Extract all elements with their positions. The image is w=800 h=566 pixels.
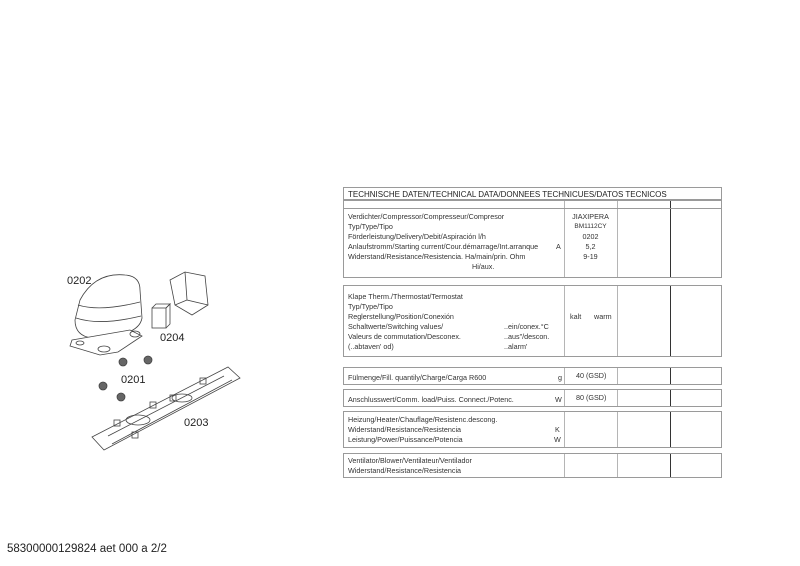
- compressor-line: Förderleistung/Delivery/Debit/Aspiración…: [348, 232, 486, 241]
- compressor-line: Verdichter/Compressor/Compresseur/Compre…: [348, 212, 505, 221]
- blower-line: Ventilator/Blower/Ventilateur/Ventilador: [348, 456, 472, 465]
- thermostat-line: Klape Therm./Thermostat/Termostat: [348, 292, 463, 301]
- fill-quantity-row: Fülmenge/Fill. quantily/Charge/Carga R60…: [343, 367, 722, 385]
- parts-drawing: [69, 271, 241, 451]
- thermostat-line: Valeurs de commutation/Desconex.: [348, 332, 461, 341]
- compressor-line: Hi/aux.: [472, 262, 495, 271]
- load-label: Anschlusswert/Comm. load/Puiss. Connect.…: [348, 395, 514, 404]
- blower-line: Widerstand/Resistance/Resistencia: [348, 466, 462, 475]
- thermostat-value-kalt: kalt: [570, 312, 582, 321]
- heater-line: Heizung/Heater/Chauflage/Resistenc.desco…: [348, 415, 498, 424]
- part-label-0202: 0202: [67, 275, 92, 287]
- thermostat-block: Klape Therm./Thermostat/Termostat Typ/Ty…: [343, 285, 722, 357]
- compressor-value-current: 5,2: [585, 242, 596, 251]
- heater-block: Heizung/Heater/Chauflage/Resistenc.desco…: [343, 411, 722, 448]
- part-label-0203: 0203: [184, 417, 209, 429]
- thermostat-line: (..abtaven' od): [348, 342, 394, 351]
- unit-ampere: A: [556, 242, 561, 251]
- compressor-value-type: BM1112CY: [574, 223, 607, 230]
- table-title: TECHNISCHE DATEN/TECHNICAL DATA/DONNEES …: [343, 187, 722, 200]
- thermostat-sub: ..alarm': [504, 342, 528, 351]
- part-label-0204: 0204: [160, 332, 185, 344]
- heater-line: Widerstand/Resistance/Resistencia: [348, 425, 462, 434]
- heater-unit-w: W: [554, 435, 561, 444]
- compressor-value-resistance: 9-19: [583, 252, 598, 261]
- compressor-block: Verdichter/Compressor/Compresseur/Compre…: [343, 208, 722, 278]
- thermostat-line: Schaltwerte/Switching values/: [348, 322, 444, 331]
- part-label-0201: 0201: [121, 374, 146, 386]
- thermostat-sub: ..aus"/descon.: [504, 332, 550, 341]
- compressor-value-delivery: 0202: [582, 232, 599, 241]
- load-unit: W: [555, 395, 562, 404]
- fill-label: Fülmenge/Fill. quantily/Charge/Carga R60…: [348, 373, 487, 382]
- thermostat-line: Reglerstellung/Position/Conexión: [348, 312, 454, 321]
- compressor-line: Typ/Type/Tipo: [348, 222, 393, 231]
- thermostat-value-warm: warm: [594, 312, 612, 321]
- fill-value: 40 (GSD): [576, 371, 607, 380]
- compressor-line: Widerstand/Resistance/Resistencia. Ha/ma…: [348, 252, 526, 261]
- compressor-line: Anlaufstromm/Starting current/Cour.démar…: [348, 242, 539, 251]
- blower-block: Ventilator/Blower/Ventilateur/Ventilador…: [343, 453, 722, 478]
- fill-unit: g: [558, 373, 562, 382]
- compressor-value-brand: JIAXIPERA: [572, 212, 609, 221]
- heater-unit-k: K: [555, 425, 560, 434]
- thermostat-sub: ..ein/conex.°C: [504, 322, 549, 331]
- load-value: 80 (GSD): [576, 393, 607, 402]
- heater-line: Leistung/Power/Puissance/Potencia: [348, 435, 463, 444]
- thermostat-line: Typ/Type/Tipo: [348, 302, 393, 311]
- load-row: Anschlusswert/Comm. load/Puiss. Connect.…: [343, 389, 722, 407]
- document-footer-id: 58300000129824 aet 000 a 2/2: [7, 543, 167, 555]
